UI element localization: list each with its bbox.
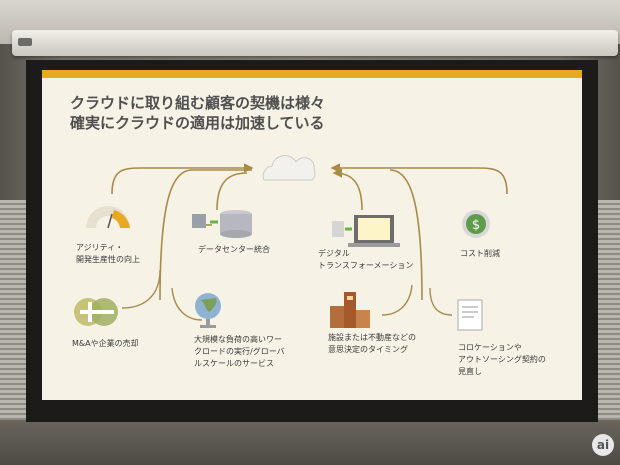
room-floor <box>0 420 620 465</box>
label-digital-l1: デジタル <box>318 249 350 258</box>
merge-plus-icon <box>74 298 118 326</box>
slide-title-line2: 確実にクラウドの適用は加速している <box>70 114 325 132</box>
label-facility-l2: 意思決定のタイミング <box>328 345 408 354</box>
label-agility-l2: 開発生産性の向上 <box>76 255 140 264</box>
label-digital-l2: トランスフォーメーション <box>318 261 414 270</box>
label-colocation-l2: アウトソーシング契約の <box>458 355 546 364</box>
feeder-arrows <box>121 269 453 321</box>
label-workload-l3: ルスケールのサービス <box>194 359 274 368</box>
database-icon <box>192 210 252 238</box>
gauge-icon <box>86 206 130 229</box>
label-agility-l1: アジリティ・ <box>76 243 124 252</box>
housing-endcap <box>18 38 32 46</box>
flow-arrows-right <box>330 163 508 301</box>
slide-flow-diagram: $ <box>74 155 508 331</box>
label-workload-l1: 大規模な負荷の高いワー <box>194 335 282 344</box>
label-colocation: コロケーションやアウトソーシング契約の見直し <box>458 342 546 378</box>
label-datacenter: データセンター統合 <box>198 245 270 254</box>
projector-screen-housing <box>12 30 618 56</box>
svg-text:$: $ <box>472 218 480 233</box>
label-ma: M&Aや企業の売却 <box>72 339 139 348</box>
label-facility-l1: 施設または不動産などの <box>328 333 416 342</box>
label-cost: コスト削減 <box>460 249 500 258</box>
watermark-logo: ai <box>592 434 614 456</box>
label-colocation-l1: コロケーションや <box>458 343 522 352</box>
slide-accent-bar <box>42 70 582 78</box>
label-facility: 施設または不動産などの意思決定のタイミング <box>328 332 416 356</box>
label-workload: 大規模な負荷の高いワークロードの実行/グローバルスケールのサービス <box>194 334 285 370</box>
cloud-icon <box>262 155 316 181</box>
label-digital: デジタルトランスフォーメーション <box>318 248 413 272</box>
slide-title-line1: クラウドに取り組む顧客の契機は様々 <box>70 94 326 112</box>
presentation-slide: クラウドに取り組む顧客の契機は様々 確実にクラウドの適用は加速している <box>42 70 582 400</box>
label-workload-l2: クロードの実行/グローバ <box>194 347 285 356</box>
label-colocation-l3: 見直し <box>458 367 482 376</box>
contract-document-icon <box>457 299 483 331</box>
dollar-coin-icon: $ <box>462 210 490 238</box>
label-agility: アジリティ・開発生産性の向上 <box>76 242 140 266</box>
globe-icon <box>195 293 221 328</box>
laptop-icon <box>332 215 400 247</box>
buildings-icon <box>330 292 370 328</box>
